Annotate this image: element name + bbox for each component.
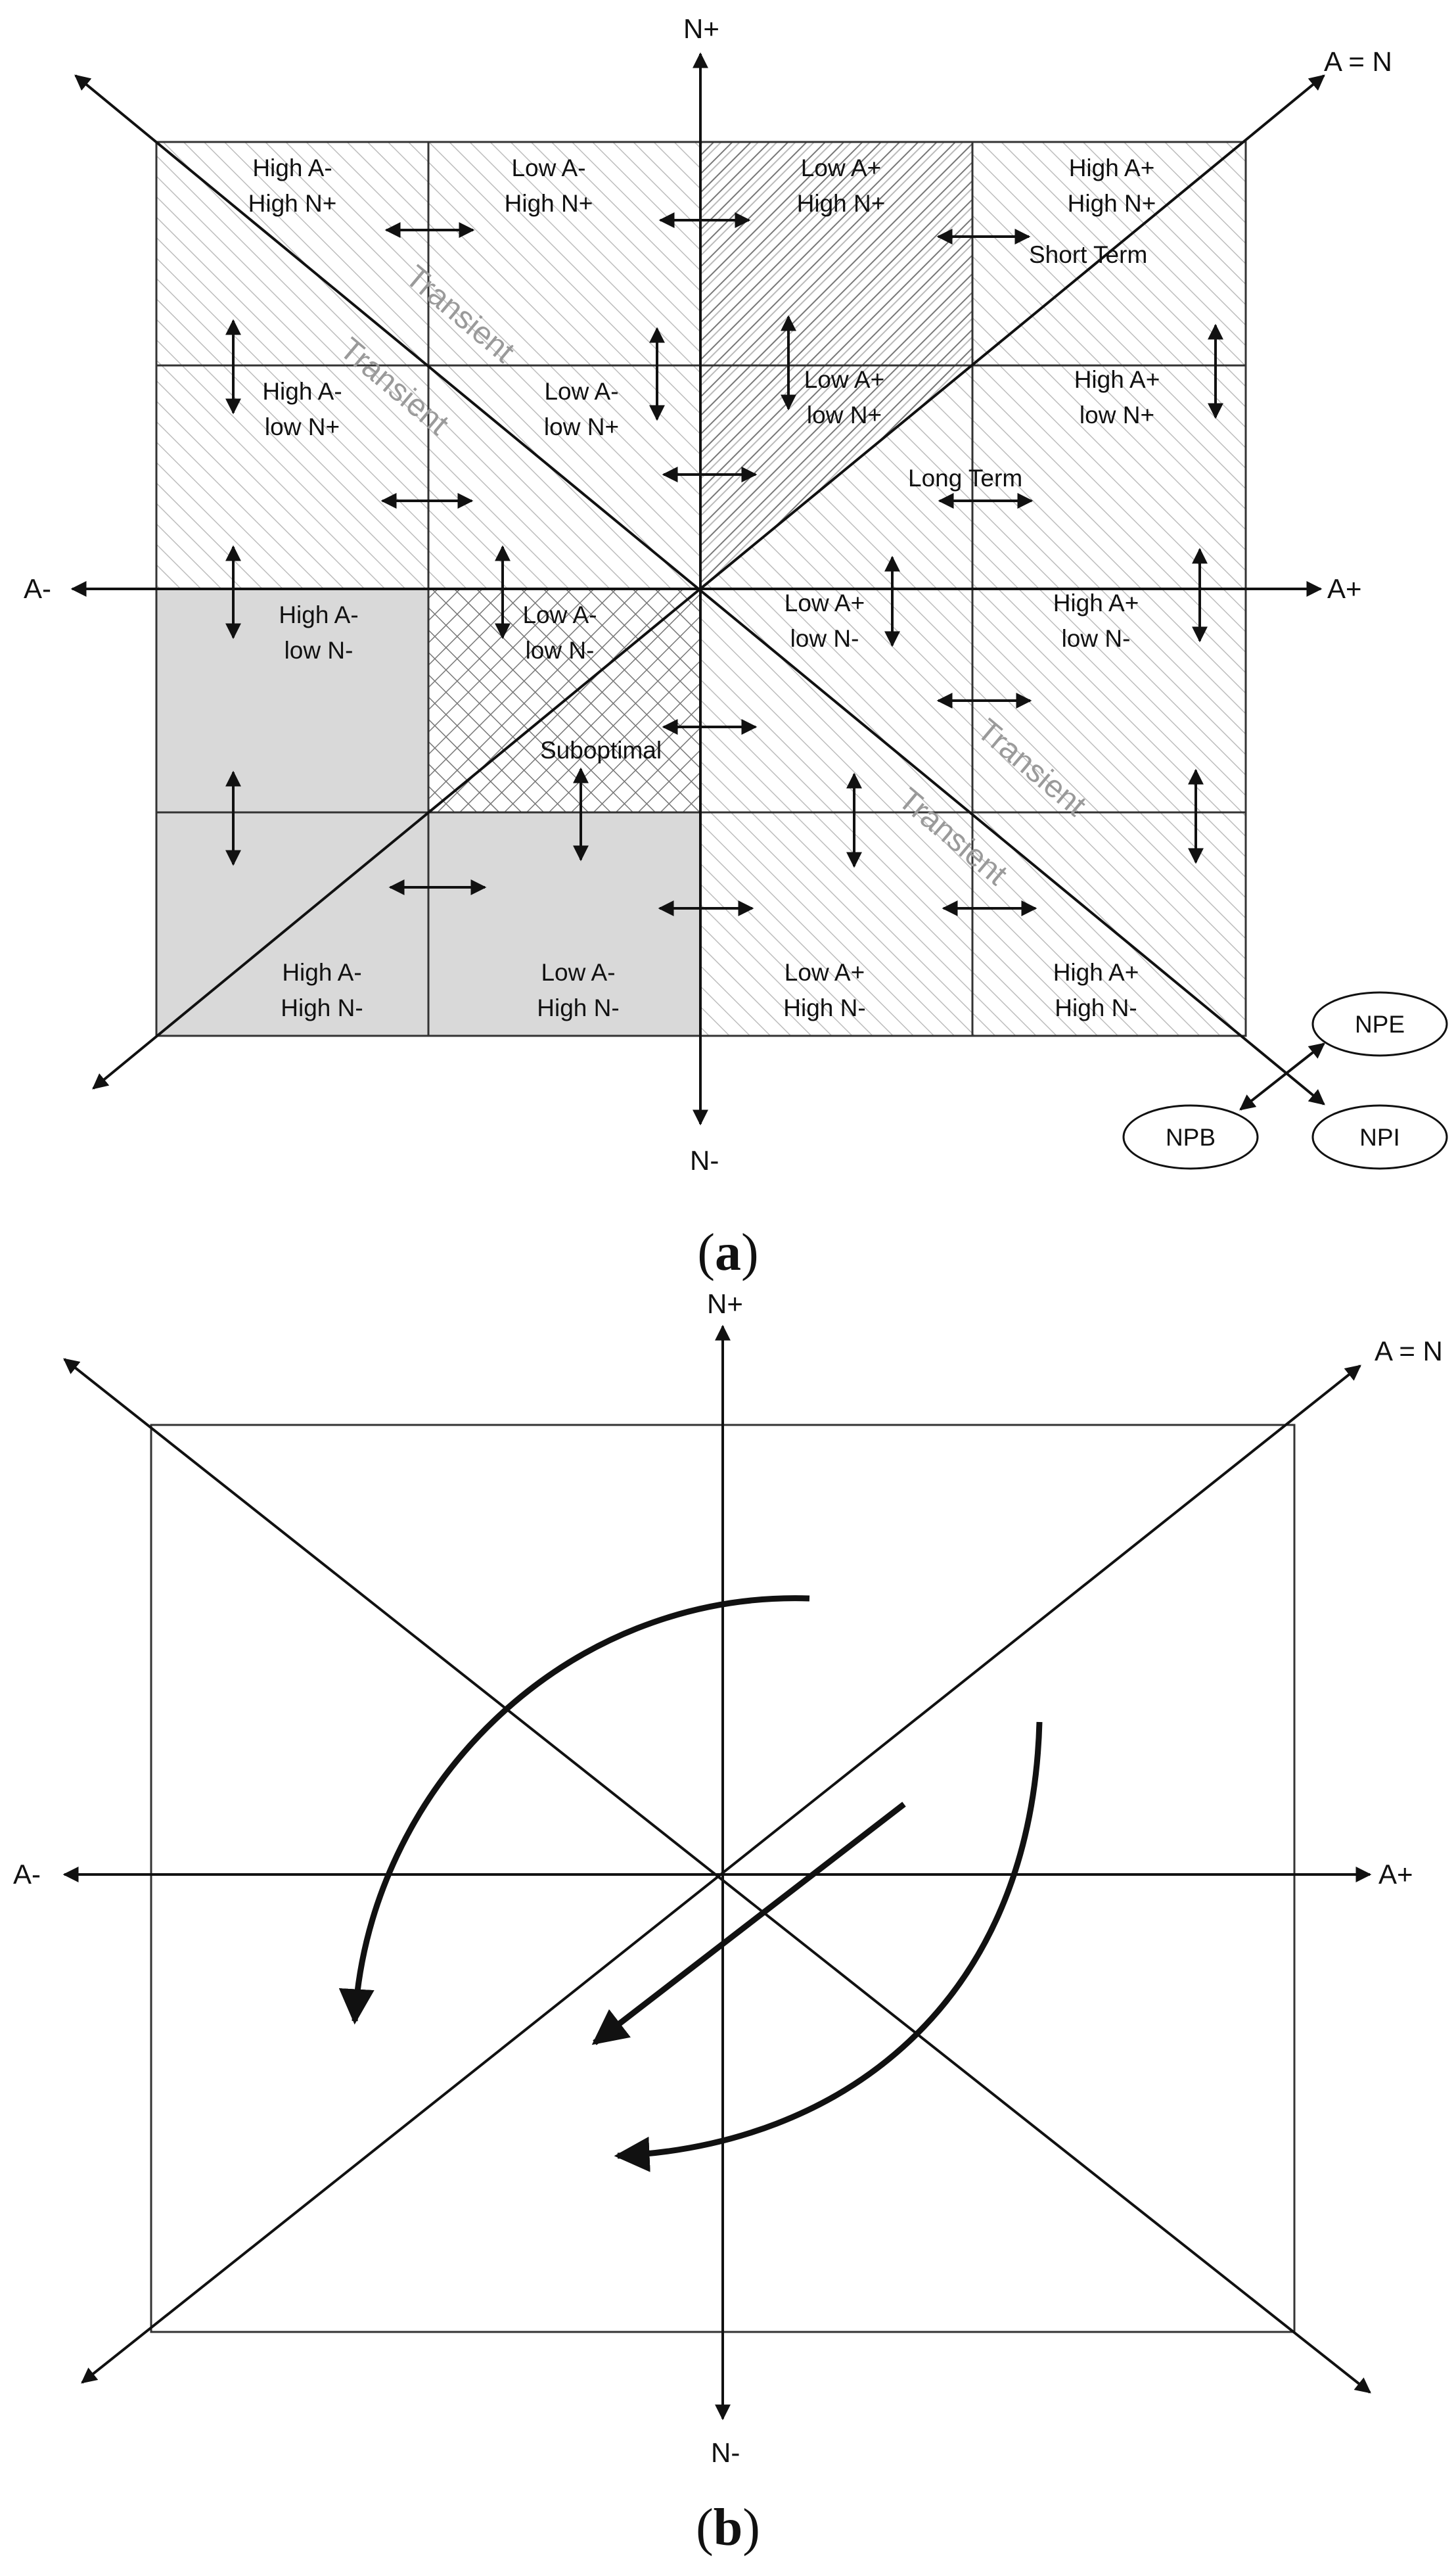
cell-label: High N-: [537, 994, 619, 1021]
cell-label: High A+: [1053, 959, 1139, 986]
cell-label: Low A-: [544, 378, 618, 405]
flow-arrow-right-arc: [614, 1721, 1043, 2172]
zone-long-term: Long Term: [908, 465, 1022, 492]
cell-label: Low A+: [785, 959, 865, 986]
cell-label: Low A+: [804, 366, 884, 393]
cell-label: High N-: [1055, 994, 1137, 1021]
cell-label: High A+: [1069, 154, 1155, 181]
cell-label: low N+: [807, 402, 882, 429]
cell-label: High A-: [282, 959, 361, 986]
axis-label-diagonal: A = N: [1324, 46, 1392, 77]
cell-label: High N+: [797, 190, 886, 217]
panel-a: N+ N- A- A+ A = N High A- High N+ Low A-…: [24, 13, 1448, 1282]
cell-label: low N-: [1062, 625, 1131, 652]
zone-short-term: Short Term: [1029, 241, 1147, 268]
cell-label: Low A-: [522, 601, 597, 628]
cell-label: Low A-: [511, 154, 585, 181]
cell-label: High A-: [279, 601, 358, 628]
flow-arrow-diagonal: [591, 1802, 906, 2045]
legend-npi-oval: [1311, 1104, 1448, 1170]
axis-label-up-b: N+: [707, 1288, 743, 1319]
axis-label-right-b: A+: [1378, 1859, 1413, 1890]
legend-npi: NPI: [1359, 1124, 1400, 1151]
axis-label-diagonal-b: A = N: [1375, 1336, 1443, 1366]
axis-label-down-b: N-: [711, 2437, 740, 2468]
cell-label: low N-: [790, 625, 859, 652]
legend-npb: NPB: [1166, 1124, 1216, 1151]
cell-label: High N+: [248, 190, 337, 217]
cell-label: High N-: [281, 994, 363, 1021]
cell-label: Low A+: [785, 590, 865, 617]
legend-arrow: [1239, 1042, 1325, 1111]
cell-label: Low A-: [541, 959, 615, 986]
cell-label: low N+: [544, 413, 619, 440]
caption-b: (b): [696, 2499, 760, 2557]
legend-npb-oval: [1122, 1104, 1259, 1170]
cell-label: High N+: [1068, 190, 1156, 217]
zone-suboptimal: Suboptimal: [540, 737, 662, 764]
cell-label: High A+: [1074, 366, 1160, 393]
cell-label: High N+: [505, 190, 593, 217]
cell-label: High A+: [1053, 590, 1139, 617]
legend-npe: NPE: [1355, 1011, 1405, 1038]
axis-diagonal-anti-b: [63, 1358, 1371, 2394]
legend-npe-oval: [1311, 991, 1448, 1057]
axis-label-right: A+: [1327, 573, 1362, 604]
flow-arrow-left-arc: [338, 1595, 810, 2025]
caption-a: (a): [697, 1224, 758, 1282]
axis-label-left: A-: [24, 573, 51, 604]
cell-label: High A-: [252, 154, 332, 181]
axis-diagonal-anti: [74, 74, 1325, 1105]
panel-b: N+ N- A- A+ A = N (b): [13, 1288, 1443, 2557]
cell-label: Low A+: [801, 154, 881, 181]
cell-label: low N+: [265, 413, 340, 440]
axis-label-down: N-: [690, 1145, 719, 1176]
cell-label: High N-: [783, 994, 865, 1021]
cell-label: low N-: [526, 637, 595, 664]
cell-label: low N+: [1080, 402, 1154, 429]
cell-label: low N-: [284, 637, 353, 664]
cell-label: High A-: [262, 378, 342, 405]
axis-label-up: N+: [683, 13, 719, 44]
movement-arrows: [225, 212, 1223, 916]
axis-label-left-b: A-: [13, 1859, 41, 1890]
